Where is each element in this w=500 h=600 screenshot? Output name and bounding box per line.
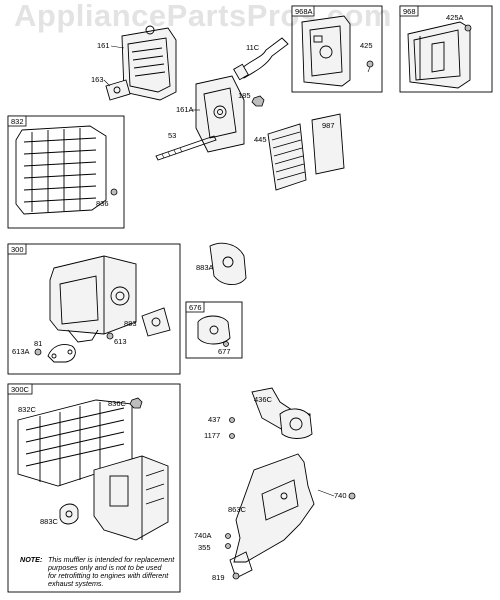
heat-shield-161[interactable] <box>121 25 177 101</box>
label-437: 437 <box>208 415 221 424</box>
label-11c: 11C <box>246 43 260 52</box>
box-676 <box>185 301 243 359</box>
muffler-300c[interactable] <box>93 455 169 541</box>
label-185: 185 <box>238 91 251 100</box>
screw-425a[interactable] <box>464 24 472 32</box>
screw-836c[interactable] <box>129 397 143 409</box>
label-883c: 883C <box>40 517 59 526</box>
box-label-300: 300 <box>11 245 24 254</box>
label-819: 819 <box>212 573 225 582</box>
label-987: 987 <box>322 121 335 130</box>
screw-740a[interactable] <box>225 533 231 539</box>
label-883: 883 <box>124 319 137 328</box>
label-425a: 425A <box>446 13 464 22</box>
muffler-300[interactable] <box>49 255 137 343</box>
svg-text:NOTE:: NOTE: <box>20 555 43 564</box>
label-836: 836 <box>96 199 109 208</box>
box-label-676: 676 <box>189 303 202 312</box>
note-line-4: exhaust systems. <box>48 579 104 588</box>
label-53: 53 <box>168 131 176 140</box>
screw-740[interactable] <box>348 492 356 500</box>
muffler-guard-968a[interactable] <box>301 15 351 87</box>
nut-185[interactable] <box>251 95 265 107</box>
note-line-2: purposes only and is not to be used <box>47 563 162 572</box>
label-740a: 740A <box>194 531 212 540</box>
muffler-guard-968[interactable] <box>407 21 471 89</box>
box-300 <box>7 243 181 375</box>
gasket-883[interactable] <box>141 307 171 337</box>
gasket-883a[interactable] <box>209 242 247 285</box>
box-label-968a: 968A <box>295 7 313 16</box>
note-line-1: This muffler is intended for replacement <box>48 555 175 564</box>
muffler-note: NOTE: This muffler is intended for repla… <box>20 555 175 588</box>
screw-677[interactable] <box>223 341 229 347</box>
label-613: 613 <box>114 337 127 346</box>
box-label-832: 832 <box>11 117 24 126</box>
label-883a: 883A <box>196 263 214 272</box>
label-161a: 161A <box>176 105 194 114</box>
nut-1177[interactable] <box>229 433 235 439</box>
bracket-81[interactable] <box>47 344 76 363</box>
label-161: 161 <box>97 41 110 50</box>
screen-987[interactable] <box>311 113 345 175</box>
label-613a: 613A <box>12 347 30 356</box>
label-81: 81 <box>34 339 42 348</box>
exhaust-elbow-436c[interactable] <box>251 387 313 439</box>
label-740: 740 <box>334 491 347 500</box>
note-line-3: for retrofitting to engines with differe… <box>48 571 169 580</box>
label-163: 163 <box>91 75 104 84</box>
screw-613[interactable] <box>106 332 114 340</box>
screen-445[interactable] <box>267 123 307 191</box>
screw-425[interactable] <box>366 60 374 73</box>
box-label-300c: 300C <box>11 385 30 394</box>
nut-355[interactable] <box>225 543 231 549</box>
label-836c: 836C <box>108 399 127 408</box>
box-968a <box>291 5 383 93</box>
label-863c: 863C <box>228 505 247 514</box>
label-1177: 1177 <box>204 431 220 440</box>
box-832 <box>7 115 125 229</box>
gasket-883c[interactable] <box>59 503 79 525</box>
screw-613a[interactable] <box>34 348 42 356</box>
deflector-676[interactable] <box>197 315 231 345</box>
breather-tube-11c[interactable] <box>233 37 289 81</box>
label-445: 445 <box>254 135 267 144</box>
screw-819[interactable] <box>232 572 240 580</box>
muffler-guard-832[interactable] <box>15 125 107 215</box>
note-prefix: NOTE: <box>20 555 43 564</box>
bracket-863c[interactable] <box>229 453 315 579</box>
label-677: 677 <box>218 347 231 356</box>
screw-836[interactable] <box>110 188 118 196</box>
label-425: 425 <box>360 41 373 50</box>
box-label-968: 968 <box>403 7 416 16</box>
label-832c: 832C <box>18 405 37 414</box>
label-436c: 436C <box>254 395 273 404</box>
stud-53[interactable] <box>155 135 217 161</box>
label-355: 355 <box>198 543 211 552</box>
box-300c <box>7 383 181 593</box>
gasket-163[interactable] <box>105 79 131 101</box>
screw-437[interactable] <box>229 417 235 423</box>
box-968 <box>399 5 493 93</box>
plate-161a[interactable] <box>195 75 245 153</box>
